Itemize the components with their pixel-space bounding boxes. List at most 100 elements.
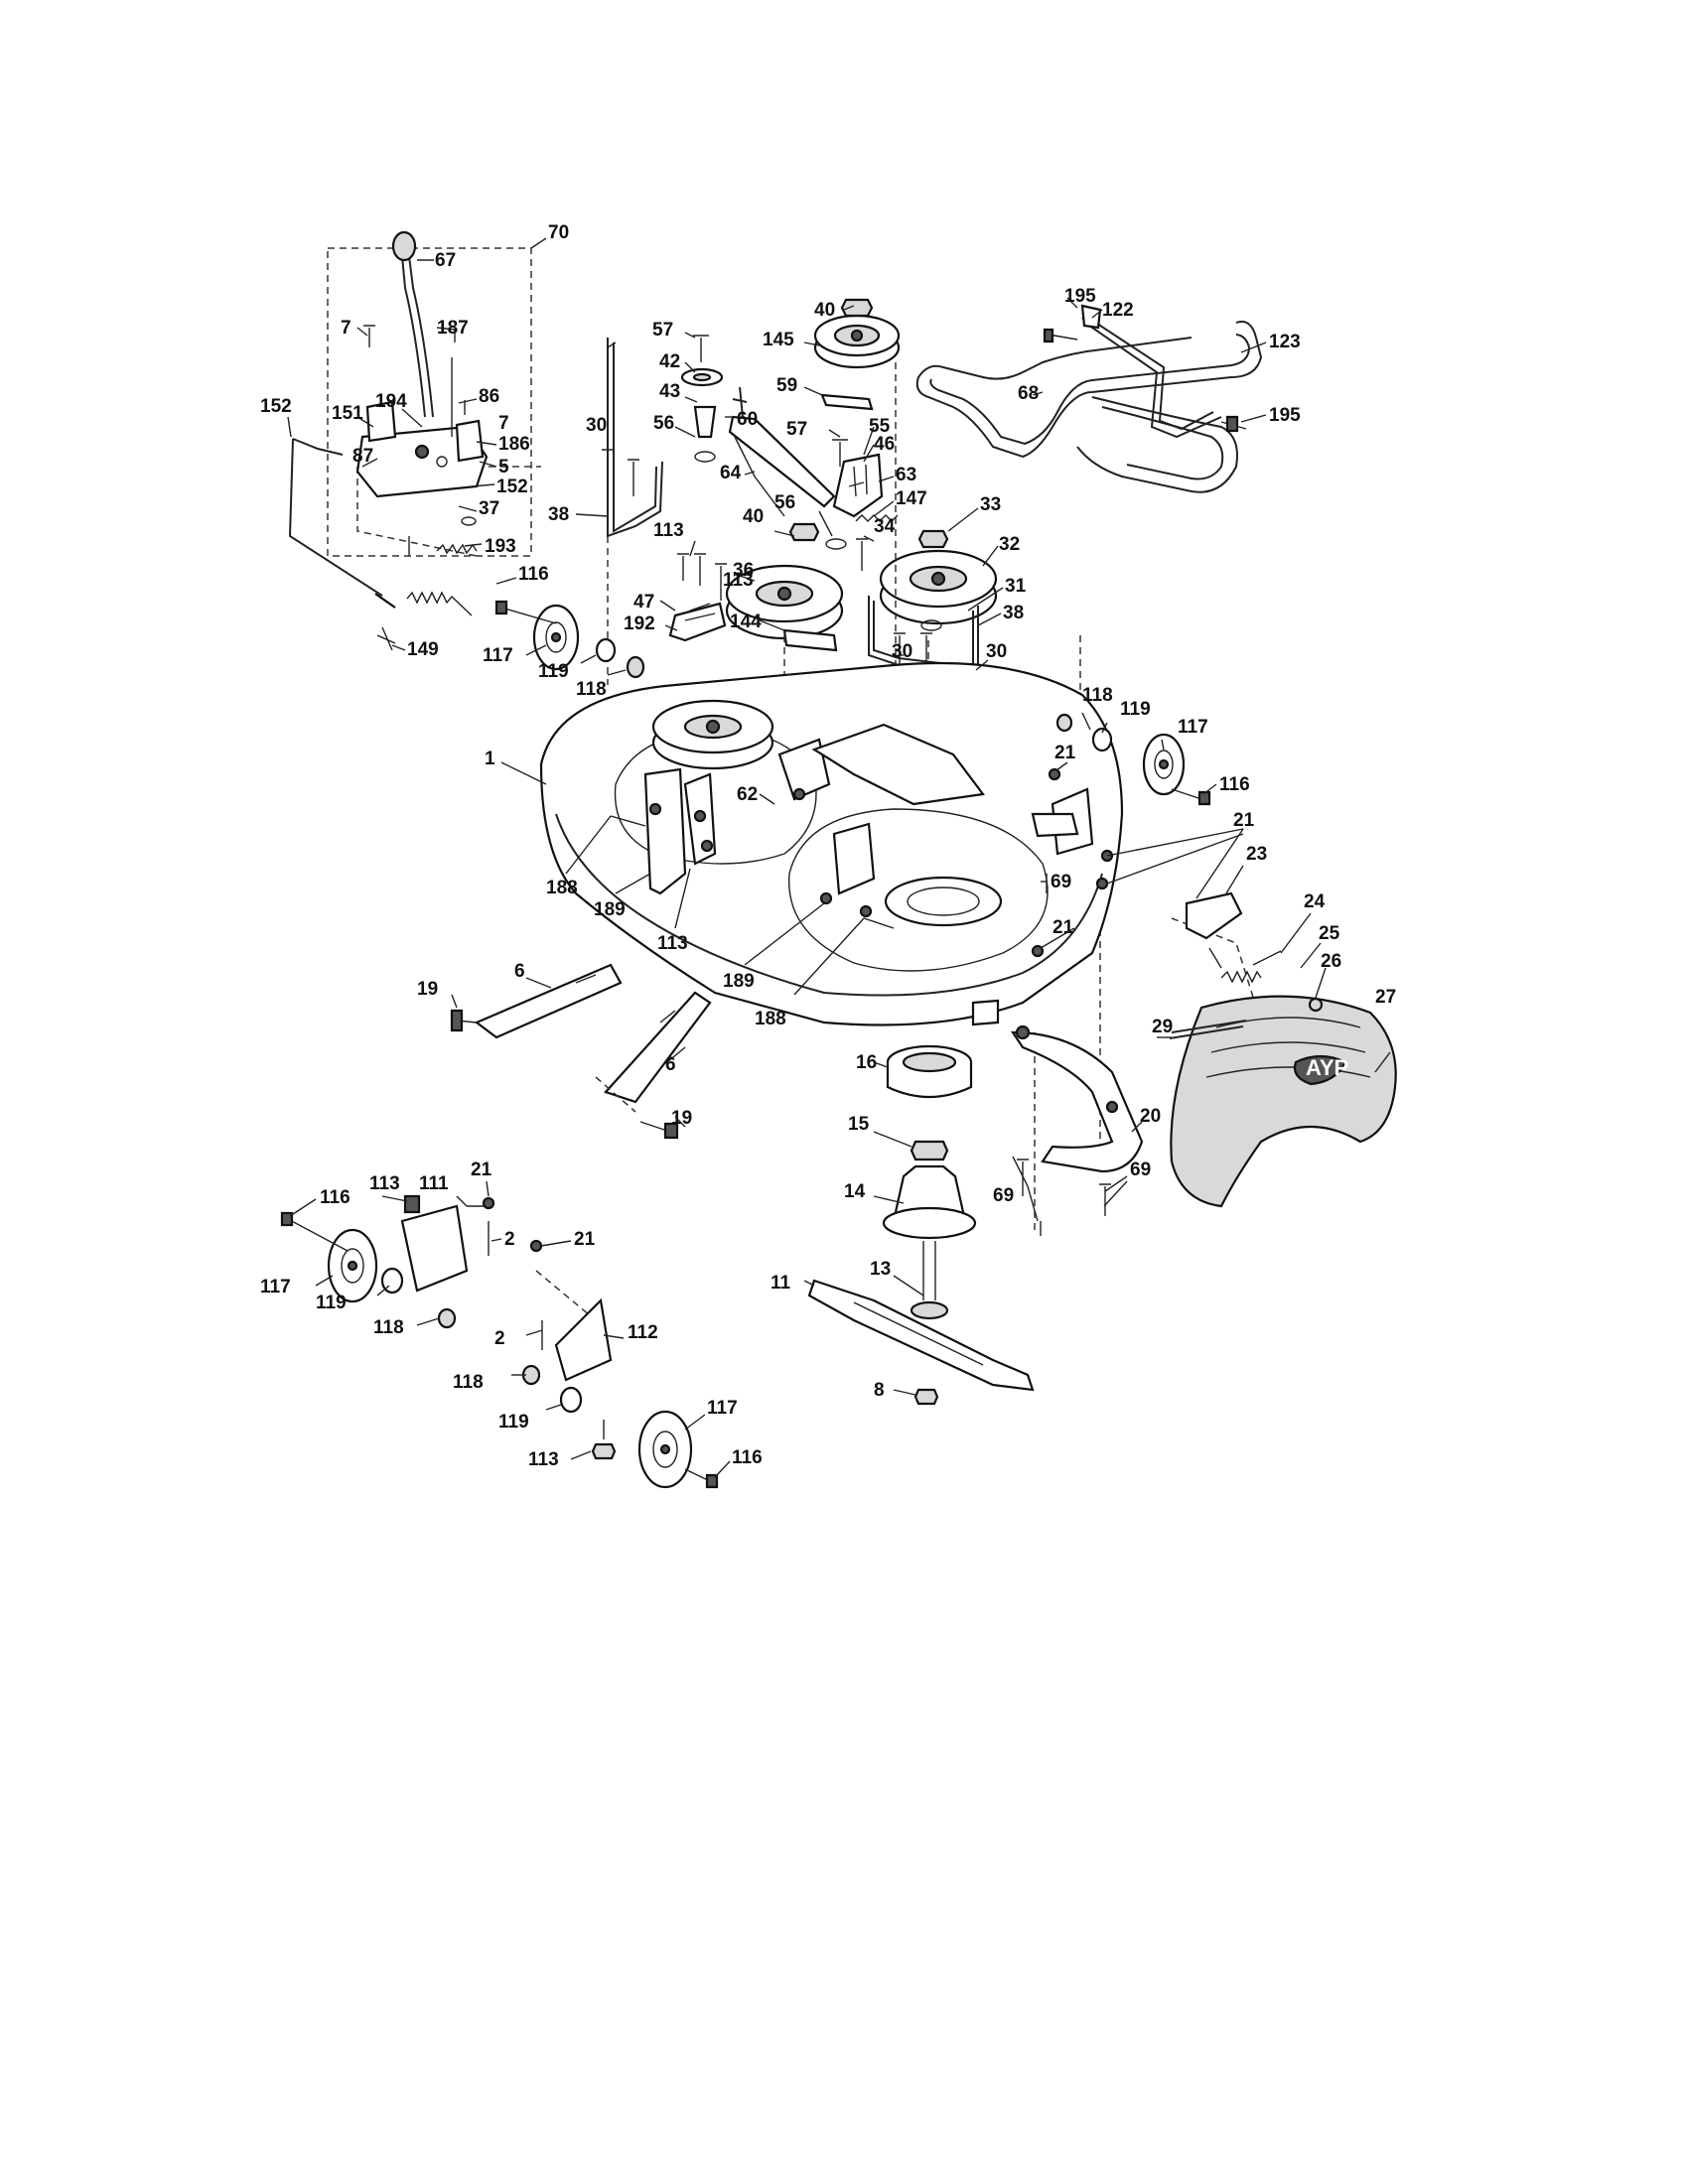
callout-40: 40 bbox=[814, 300, 835, 321]
callout-2: 2 bbox=[504, 1229, 515, 1250]
callout-29: 29 bbox=[1152, 1017, 1173, 1037]
callout-186: 186 bbox=[498, 434, 530, 455]
callout-188: 188 bbox=[755, 1009, 786, 1029]
callout-112: 112 bbox=[628, 1322, 658, 1343]
mower-deck bbox=[539, 661, 1124, 1026]
callout-19: 19 bbox=[671, 1108, 692, 1129]
callout-119: 119 bbox=[1120, 699, 1151, 720]
callout-152: 152 bbox=[496, 477, 528, 497]
callout-117: 117 bbox=[1178, 717, 1208, 738]
callout-60: 60 bbox=[737, 409, 758, 430]
callout-63: 63 bbox=[896, 465, 916, 485]
callout-123: 123 bbox=[1269, 332, 1301, 352]
callout-8: 8 bbox=[874, 1380, 885, 1401]
callout-7: 7 bbox=[498, 413, 509, 434]
callout-117: 117 bbox=[260, 1277, 291, 1297]
callout-43: 43 bbox=[659, 381, 680, 402]
callout-116: 116 bbox=[732, 1447, 763, 1468]
callout-116: 116 bbox=[320, 1187, 351, 1208]
callout-27: 27 bbox=[1375, 987, 1396, 1008]
callout-86: 86 bbox=[479, 386, 499, 407]
callout-2: 2 bbox=[494, 1328, 505, 1349]
callout-21: 21 bbox=[1052, 917, 1074, 938]
callout-117: 117 bbox=[483, 645, 513, 666]
callout-69: 69 bbox=[1130, 1160, 1151, 1180]
callout-20: 20 bbox=[1140, 1106, 1161, 1127]
callout-57: 57 bbox=[786, 419, 807, 440]
spindle-assembly bbox=[807, 1044, 1035, 1406]
callout-147: 147 bbox=[896, 488, 927, 509]
callout-16: 16 bbox=[856, 1052, 877, 1073]
callout-117: 117 bbox=[707, 1398, 738, 1419]
callout-145: 145 bbox=[763, 330, 794, 350]
callout-62: 62 bbox=[737, 784, 758, 805]
callout-23: 23 bbox=[1246, 844, 1267, 865]
callout-40: 40 bbox=[743, 506, 764, 527]
callout-19: 19 bbox=[417, 979, 438, 1000]
callout-119: 119 bbox=[538, 661, 569, 682]
callout-87: 87 bbox=[352, 446, 373, 467]
callout-30: 30 bbox=[586, 415, 607, 436]
callout-30: 30 bbox=[986, 641, 1007, 662]
callout-187: 187 bbox=[437, 318, 469, 339]
callout-116: 116 bbox=[518, 564, 549, 585]
drive-belt bbox=[915, 304, 1263, 493]
callout-119: 119 bbox=[498, 1412, 529, 1433]
callout-122: 122 bbox=[1102, 300, 1134, 321]
callout-21: 21 bbox=[471, 1160, 492, 1180]
callout-64: 64 bbox=[720, 463, 742, 483]
callout-116: 116 bbox=[1219, 774, 1250, 795]
callout-21: 21 bbox=[574, 1229, 596, 1250]
callout-69: 69 bbox=[1051, 872, 1071, 892]
callout-118: 118 bbox=[373, 1317, 404, 1338]
callout-15: 15 bbox=[848, 1114, 870, 1135]
callout-113: 113 bbox=[657, 933, 688, 954]
callout-188: 188 bbox=[546, 878, 578, 898]
callout-111: 111 bbox=[419, 1173, 449, 1194]
callout-30: 30 bbox=[892, 641, 912, 662]
callout-67: 67 bbox=[435, 250, 456, 271]
gauge-wheel-brackets bbox=[450, 963, 712, 1140]
lift-lever-assembly bbox=[288, 230, 541, 651]
callout-34: 34 bbox=[874, 516, 896, 537]
callout-70: 70 bbox=[548, 222, 569, 243]
callout-113: 113 bbox=[369, 1173, 400, 1194]
callout-55: 55 bbox=[869, 416, 891, 437]
callout-118: 118 bbox=[453, 1372, 484, 1393]
callout-7: 7 bbox=[341, 318, 351, 339]
callout-38: 38 bbox=[1003, 603, 1024, 623]
callout-69: 69 bbox=[993, 1185, 1014, 1206]
callout-1: 1 bbox=[485, 749, 495, 769]
callout-31: 31 bbox=[1005, 576, 1027, 597]
callout-13: 13 bbox=[870, 1259, 891, 1280]
callout-21: 21 bbox=[1054, 743, 1076, 763]
callout-194: 194 bbox=[375, 391, 407, 412]
deck-wheels-upper bbox=[494, 600, 1211, 806]
callout-36: 36 bbox=[733, 560, 754, 581]
callout-37: 37 bbox=[479, 498, 499, 519]
callout-118: 118 bbox=[576, 679, 607, 700]
callout-labels: 67 70 187 7 86 7 151 194 186 87 5 152 15… bbox=[260, 222, 1396, 1470]
callout-26: 26 bbox=[1321, 951, 1341, 972]
callout-6: 6 bbox=[665, 1054, 676, 1075]
callout-59: 59 bbox=[776, 375, 797, 396]
callout-25: 25 bbox=[1319, 923, 1340, 944]
callout-32: 32 bbox=[999, 534, 1020, 555]
callout-56: 56 bbox=[774, 492, 795, 513]
callout-193: 193 bbox=[485, 536, 516, 557]
callout-24: 24 bbox=[1304, 891, 1326, 912]
callout-118: 118 bbox=[1082, 685, 1113, 706]
callout-192: 192 bbox=[624, 614, 655, 634]
callout-113: 113 bbox=[723, 570, 754, 591]
callout-152: 152 bbox=[260, 396, 292, 417]
callout-189: 189 bbox=[594, 899, 626, 920]
callout-68: 68 bbox=[1018, 383, 1039, 404]
callout-6: 6 bbox=[514, 961, 525, 982]
deck-wheels-lower bbox=[280, 1194, 719, 1489]
discharge-chute: AYP bbox=[1010, 891, 1397, 1236]
callout-195: 195 bbox=[1064, 286, 1096, 307]
callout-47: 47 bbox=[633, 592, 654, 613]
callout-144: 144 bbox=[730, 612, 762, 632]
callout-56: 56 bbox=[653, 413, 674, 434]
